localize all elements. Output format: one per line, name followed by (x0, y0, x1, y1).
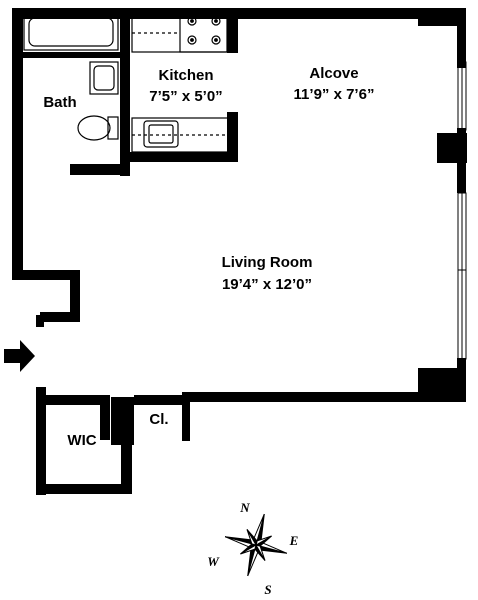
compass-rose-icon (224, 513, 288, 577)
compass-east: E (289, 533, 299, 548)
compass-south: S (264, 582, 271, 597)
bath-label: Bath (43, 94, 76, 111)
alcove-label: Alcove (309, 65, 358, 82)
bathtub-icon (23, 13, 119, 51)
kitchen-counter-bottom (131, 117, 231, 153)
walls (12, 8, 467, 495)
living-room-label: Living Room (222, 254, 313, 271)
alcove-dims: 11’9” x 7’6” (294, 86, 375, 103)
windows (457, 61, 467, 360)
stove-icon (179, 11, 228, 53)
kitchen-dims: 7’5” x 5’0” (149, 88, 222, 105)
wic-label: WIC (67, 432, 96, 449)
closet-label: Cl. (149, 411, 168, 428)
entry-arrow-icon (4, 340, 35, 372)
compass-west: W (207, 554, 220, 569)
toilet-icon (77, 115, 119, 141)
kitchen-label: Kitchen (158, 67, 213, 84)
sink-icon (143, 120, 179, 148)
bath-vanity (89, 61, 119, 95)
living-room-dims: 19’4” x 12’0” (222, 276, 312, 293)
compass-north: N (239, 500, 250, 515)
